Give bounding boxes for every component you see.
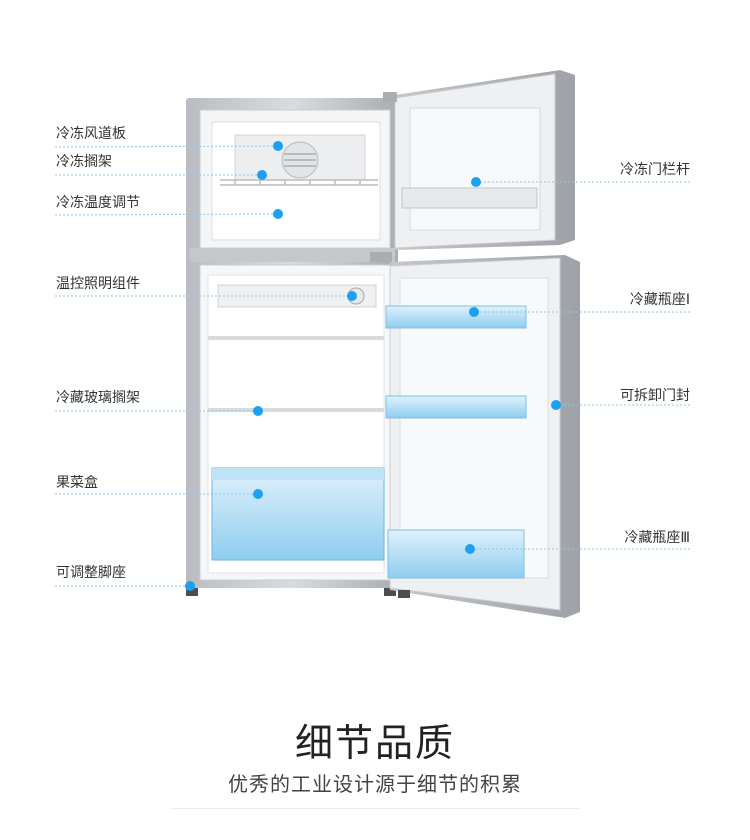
callout-freezer-door-rail: 冷冻门栏杆 (620, 162, 690, 178)
callout-freezer-shelf: 冷冻搁架 (56, 154, 112, 170)
leader-freezer-door-rail-dot (471, 177, 481, 187)
leader-adjustable-feet-dot (185, 581, 195, 591)
fridge-door (370, 252, 580, 618)
callout-leaders (54, 141, 690, 591)
leader-freezer-air-duct-dot (273, 141, 283, 151)
bottom-divider (170, 808, 580, 809)
callout-glass-shelf: 冷藏玻璃搁架 (56, 390, 140, 406)
leader-thermostat-light-dot (347, 291, 357, 301)
callout-bottle-rack-3: 冷藏瓶座Ⅲ (624, 530, 690, 546)
leader-freezer-temp-control-dot (273, 209, 283, 219)
callout-thermostat-light: 温控照明组件 (56, 276, 140, 292)
headline: 细节品质 (294, 721, 455, 765)
callout-freezer-air-duct: 冷冻风道板 (56, 126, 126, 142)
callout-crisper-drawer: 果菜盒 (56, 475, 98, 491)
cabinet (186, 98, 398, 596)
leader-freezer-temp-control-line (54, 213, 279, 216)
leader-bottle-rack-3-dot (465, 544, 475, 554)
callout-freezer-temp-control: 冷冻温度调节 (56, 195, 140, 211)
subline: 优秀的工业设计源于细节的积累 (228, 772, 522, 796)
freezer-door (383, 70, 575, 250)
callout-removable-door-seal: 可拆卸门封 (620, 388, 690, 404)
refrigerator-illustration (54, 70, 690, 618)
leader-removable-door-seal-dot (551, 400, 561, 410)
leader-glass-shelf-dot (253, 406, 263, 416)
leader-freezer-air-duct-line (54, 145, 279, 148)
callout-bottle-rack-1: 冷藏瓶座Ⅰ (629, 292, 690, 308)
leader-crisper-drawer-dot (253, 489, 263, 499)
leader-freezer-shelf-dot (257, 170, 267, 180)
leader-bottle-rack-1-dot (469, 307, 479, 317)
callout-adjustable-feet: 可调整脚座 (56, 565, 126, 581)
